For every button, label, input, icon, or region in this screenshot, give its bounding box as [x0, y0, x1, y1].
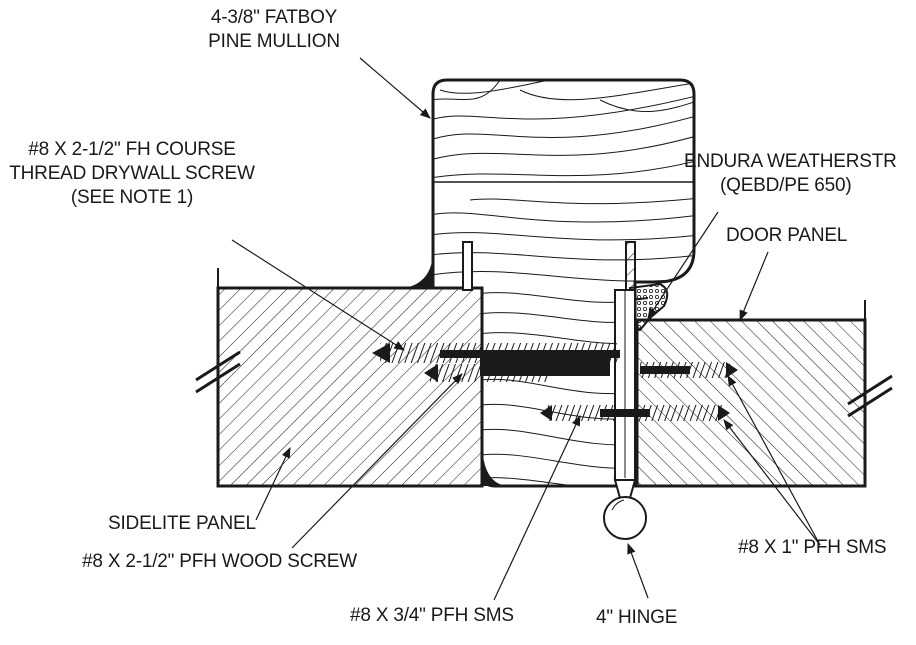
label-mullion-line2: PINE MULLION — [208, 31, 340, 52]
label-weather-line1: ENDURA WEATHERSTR — [684, 151, 897, 172]
dowel-pin-right — [625, 241, 636, 291]
dowel-pin-left — [462, 241, 473, 291]
leader-door-panel — [739, 251, 769, 321]
leader-sms-34 — [493, 415, 581, 601]
door-panel — [635, 318, 867, 488]
leader-drywall-screw — [231, 239, 405, 351]
break-line-left — [195, 350, 241, 394]
label-mullion-line1: 4-3/8" FATBOY — [210, 7, 338, 28]
leader-sidelite-panel — [255, 447, 291, 521]
label-door-panel: DOOR PANEL — [726, 225, 848, 246]
leader-wood-screw — [291, 373, 463, 549]
label-weatherstrip: ENDURA WEATHERSTR (QEBD/PE 650) — [684, 150, 916, 198]
label-sidelite-panel: SIDELITE PANEL — [108, 513, 256, 534]
sms-screw-lower — [540, 405, 730, 421]
label-sms-1in: #8 X 1" PFH SMS — [738, 537, 887, 558]
leader-sms-1-b — [723, 419, 821, 546]
glue-fillet-bottom — [482, 440, 510, 486]
sms-screw-upper — [640, 362, 738, 378]
label-drywall-line3: (SEE NOTE 1) — [70, 187, 194, 208]
label-drywall-line1: #8 X 2-1/2" FH COURSE — [28, 139, 236, 160]
glue-fillet-top — [405, 250, 433, 288]
label-mullion: 4-3/8" FATBOY PINE MULLION — [186, 6, 362, 54]
leader-sms-1-a — [727, 375, 821, 546]
leader-mullion — [359, 57, 431, 119]
leader-weatherstrip — [647, 211, 719, 319]
label-wood-screw: #8 X 2-1/2" PFH WOOD SCREW — [82, 551, 357, 572]
hinge — [603, 289, 647, 540]
label-weather-line2: (QEBD/PE 650) — [720, 175, 852, 196]
label-hinge: 4" HINGE — [596, 607, 678, 628]
break-line-right — [847, 374, 893, 418]
leader-hinge — [627, 542, 649, 599]
label-sms-34in: #8 X 3/4" PFH SMS — [350, 605, 514, 626]
label-drywall-line2: THREAD DRYWALL SCREW — [9, 163, 255, 184]
sidelite-panel — [216, 286, 484, 488]
label-drywall-screw: #8 X 2-1/2" FH COURSE THREAD DRYWALL SCR… — [0, 138, 264, 210]
